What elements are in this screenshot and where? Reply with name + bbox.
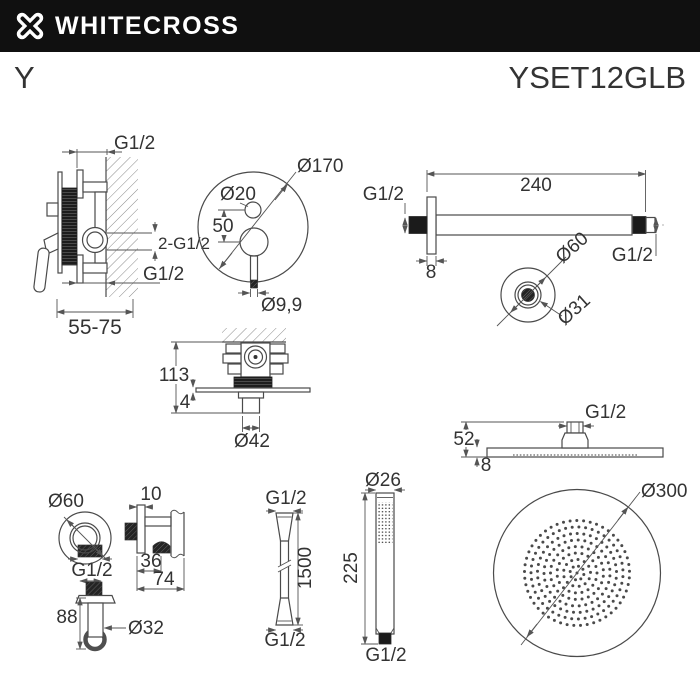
mixer-cartridge xyxy=(233,376,273,389)
dim-outlet-height: 88 xyxy=(56,607,77,628)
series-title: Y xyxy=(14,60,35,95)
dim-knob-spacing: 50 xyxy=(212,216,233,237)
dim-mixer-g12-bottom: G1/2 xyxy=(143,264,184,285)
handshower-thread xyxy=(378,632,392,645)
mixer-handle xyxy=(241,397,261,414)
drawing-shower-arm: 240 G1/2 G1/2 8 Ø60 xyxy=(363,170,664,330)
arm-wall-thread xyxy=(408,216,428,234)
arm-tube xyxy=(435,214,633,236)
brand-name: WHITECROSS xyxy=(55,11,240,40)
drawing-mixer-top: 113 4 Ø42 xyxy=(158,328,311,452)
drawing-wall-outlet: Ø60 G1/2 10 36 74 xyxy=(48,484,185,652)
dim-head-thickness: 8 xyxy=(481,455,492,476)
dim-arm-flange-thickness: 8 xyxy=(426,262,437,283)
outlet-body xyxy=(87,602,104,638)
head-spray-nozzles xyxy=(523,519,631,627)
mixer-cartridge xyxy=(61,187,78,266)
dim-holder-depth: 74 xyxy=(153,569,175,590)
escutcheon-plate xyxy=(195,387,311,393)
drawing-mixer-front: Ø170 Ø20 50 Ø9,9 xyxy=(197,156,343,316)
drawing-handshower: Ø26 225 G1/2 xyxy=(341,470,407,666)
outlet-plate xyxy=(136,504,146,554)
title-row: Y YSET12GLB xyxy=(0,60,700,102)
head-connector xyxy=(566,421,584,434)
dim-arm-g12-outlet: G1/2 xyxy=(612,245,653,266)
dim-arm-length: 240 xyxy=(520,175,552,196)
dim-handshower-length: 225 xyxy=(341,552,362,584)
dim-mixer-g12-top: G1/2 xyxy=(114,133,155,154)
dim-head-g12: G1/2 xyxy=(585,402,626,423)
dim-head-diameter: Ø300 xyxy=(641,481,687,502)
dim-mixer-double-thread: 2-G1/2 xyxy=(158,234,210,253)
drawing-mixer-side: G1/2 2-G1/2 G1/2 55-75 xyxy=(33,133,210,339)
whitecross-logo-icon xyxy=(16,12,44,40)
dim-plate-thickness: 4 xyxy=(180,392,191,413)
arm-flange xyxy=(426,196,437,255)
arm-flange-detail xyxy=(500,267,556,323)
dim-outlet-body-diameter: Ø32 xyxy=(128,618,164,639)
dim-handshower-diameter: Ø26 xyxy=(365,470,401,491)
head-disc xyxy=(486,447,664,458)
head-disc-top xyxy=(492,488,662,658)
dim-mixer-depth: 113 xyxy=(159,365,189,386)
brand-header: WHITECROSS xyxy=(0,0,700,52)
handshower-spray-face xyxy=(377,502,393,545)
dim-hose-g12-bottom: G1/2 xyxy=(264,630,305,651)
wall-hatch xyxy=(222,328,286,342)
drawing-hose: G1/2 1500 G1/2 xyxy=(264,488,316,651)
holder-cup xyxy=(152,541,171,554)
dim-plate-diameter: Ø170 xyxy=(297,156,343,177)
dim-handle-diameter: Ø42 xyxy=(234,431,270,452)
dim-handshower-g12: G1/2 xyxy=(365,645,406,666)
dim-arm-g12-wall: G1/2 xyxy=(363,184,404,205)
drawing-head-side: G1/2 52 8 xyxy=(451,402,664,476)
model-number: YSET12GLB xyxy=(508,60,686,95)
dim-outlet-plate-thickness: 10 xyxy=(140,484,161,505)
dim-arm-tube-diameter: Ø31 xyxy=(554,290,595,330)
holder-arm xyxy=(144,516,172,527)
dim-outlet-g12: G1/2 xyxy=(71,560,112,581)
dim-head-height: 52 xyxy=(453,429,474,450)
dim-outlet-flange-diameter: Ø60 xyxy=(48,491,84,512)
dim-hose-length: 1500 xyxy=(295,547,316,589)
outlet-flange xyxy=(58,511,112,565)
wall-hatch xyxy=(106,157,138,297)
dim-hose-g12-top: G1/2 xyxy=(265,488,306,509)
dim-holder-offset: 36 xyxy=(140,551,161,572)
mixer-knob xyxy=(239,227,269,257)
drawing-head-top: Ø300 xyxy=(492,481,687,658)
dim-diverter-diameter: Ø20 xyxy=(220,184,256,205)
arm-outlet-thread xyxy=(632,216,647,234)
dim-lever-width: Ø9,9 xyxy=(261,295,302,316)
dim-mixer-mount-depth: 55-75 xyxy=(68,316,122,339)
